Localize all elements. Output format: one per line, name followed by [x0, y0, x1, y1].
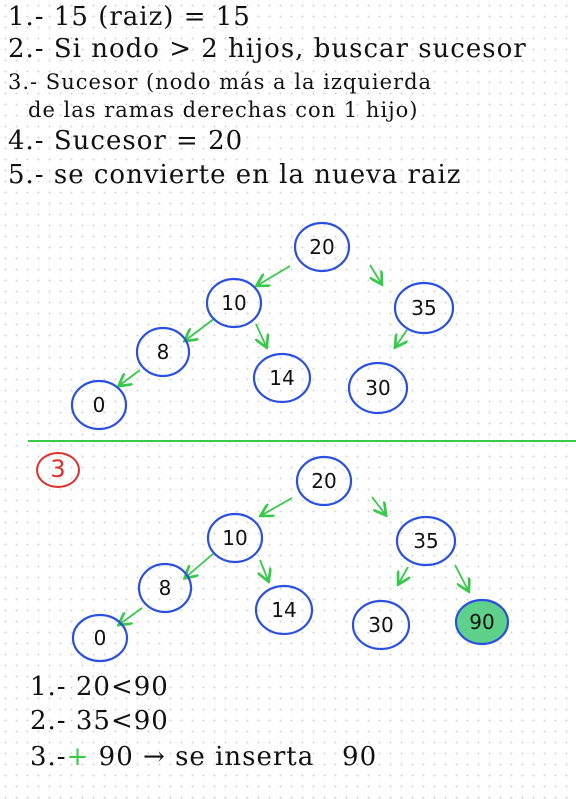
edge-10-14-after	[260, 559, 268, 580]
note-line-4: de las ramas derechas con 1 hijo)	[28, 98, 419, 122]
svg-text:35: 35	[413, 529, 438, 553]
arrow-right-icon: →	[143, 742, 166, 772]
node-14: 14	[252, 352, 312, 404]
note-line-1: 1.- 15 (raiz) = 15	[8, 2, 251, 32]
edge-10-8-after	[186, 552, 215, 577]
node-10: 10	[205, 277, 263, 329]
footer-line-3-text: se inserta	[175, 742, 315, 772]
footer-line-3: 3.-+ 90 → se inserta 90	[30, 742, 377, 772]
plus-icon: +	[66, 742, 90, 772]
edge-8-0	[120, 369, 141, 385]
svg-text:14: 14	[269, 366, 294, 390]
svg-text:8: 8	[159, 576, 172, 600]
node-14-after: 14	[254, 584, 314, 636]
footer-line-1: 1.- 20<90	[30, 672, 169, 702]
node-20-after: 20	[295, 455, 353, 507]
note-line-5: 4.- Sucesor = 20	[8, 126, 244, 156]
node-90-highlighted: 90	[454, 598, 510, 646]
edge-20-35-after	[371, 496, 385, 514]
edge-20-10-after	[262, 497, 293, 515]
svg-text:8: 8	[157, 340, 170, 364]
step-number-badge: 3	[36, 452, 80, 488]
svg-text:90: 90	[469, 610, 494, 634]
footer-line-2: 2.- 35<90	[30, 706, 169, 736]
node-0-after: 0	[71, 613, 129, 663]
edge-20-10	[258, 265, 291, 285]
node-30-after: 30	[351, 599, 411, 651]
edge-8-0-after	[120, 607, 143, 624]
edge-10-14	[256, 323, 266, 346]
edge-20-35	[370, 264, 381, 283]
footer-line-3-end: 90	[342, 742, 378, 772]
footer-line-3-prefix: 3.-	[30, 742, 67, 772]
svg-text:0: 0	[93, 393, 106, 417]
footer-line-3-value: 90	[98, 742, 134, 772]
svg-text:35: 35	[411, 296, 436, 320]
svg-text:10: 10	[222, 526, 247, 550]
node-30: 30	[347, 361, 409, 415]
svg-text:30: 30	[365, 376, 390, 400]
svg-text:0: 0	[94, 626, 107, 650]
note-line-6: 5.- se convierte en la nueva raiz	[8, 160, 462, 190]
svg-text:10: 10	[221, 291, 246, 315]
svg-text:20: 20	[311, 469, 336, 493]
section-divider	[28, 440, 576, 442]
svg-text:30: 30	[368, 613, 393, 637]
tree-before: 20 10 35 8 14 30 0	[70, 221, 455, 431]
node-35-after: 35	[395, 515, 457, 567]
node-8-after: 8	[137, 562, 193, 614]
note-line-2: 2.- Si nodo > 2 hijos, buscar sucesor	[8, 34, 527, 64]
node-20: 20	[293, 221, 351, 273]
node-8: 8	[135, 326, 191, 378]
tree-after: 20 10 35 8 14 30 90 0	[71, 455, 510, 663]
edge-10-8	[186, 317, 216, 340]
svg-text:14: 14	[271, 598, 296, 622]
node-35: 35	[393, 281, 455, 335]
node-10-after: 10	[206, 512, 264, 564]
svg-text:20: 20	[309, 235, 334, 259]
note-line-3: 3.- Sucesor (nodo más a la izquierda	[8, 70, 433, 94]
edge-35-90-after	[454, 564, 468, 590]
edge-35-30-after	[399, 566, 408, 583]
node-0: 0	[70, 379, 128, 431]
edge-35-30	[396, 329, 407, 346]
